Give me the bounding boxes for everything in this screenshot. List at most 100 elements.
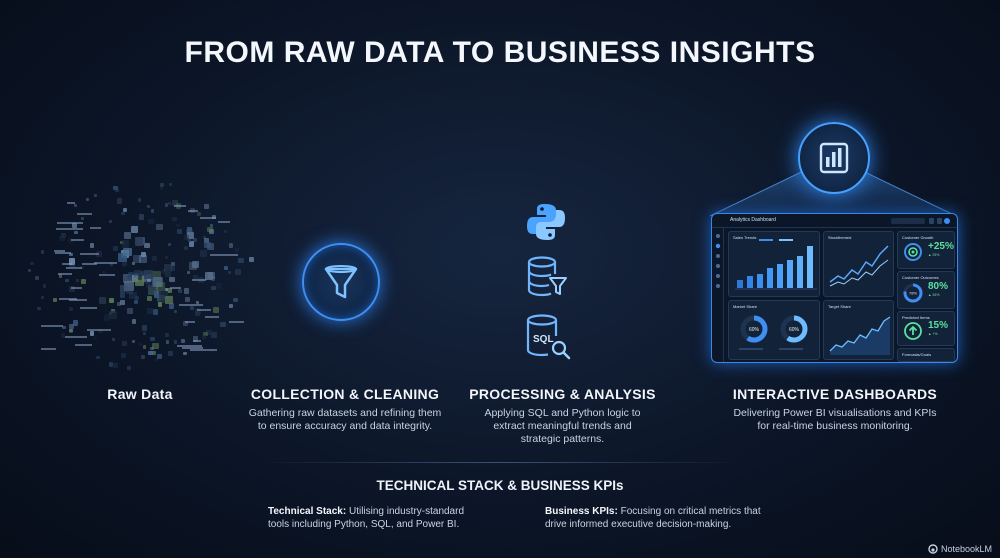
data-pixel — [207, 226, 213, 233]
data-pixel — [121, 211, 125, 215]
data-pixel — [176, 223, 180, 228]
data-pixel — [40, 250, 45, 254]
data-pixel — [74, 230, 78, 235]
code-fragment — [87, 328, 112, 331]
data-pixel — [187, 227, 193, 233]
data-pixel — [228, 303, 233, 308]
data-pixel — [203, 238, 209, 244]
code-fragment — [56, 228, 83, 231]
data-pixel — [211, 332, 217, 338]
card-title: Forecasts/Goals — [902, 352, 932, 357]
data-pixel — [196, 211, 202, 217]
data-pixel — [114, 187, 120, 192]
data-pixel — [102, 270, 106, 275]
data-pixel — [235, 268, 242, 275]
data-pixel — [183, 351, 188, 356]
stage-label: COLLECTION & CLEANING — [250, 386, 440, 402]
code-fragment — [80, 253, 99, 256]
data-pixel — [96, 355, 100, 360]
data-pixel — [42, 284, 47, 288]
data-pixel — [122, 261, 127, 266]
dashboard-header: Analytics Dashboard — [712, 214, 957, 228]
code-fragment — [81, 263, 97, 266]
data-pixel — [131, 226, 139, 234]
data-pixel — [121, 340, 127, 346]
description-line: for real-time business monitoring. — [757, 420, 913, 432]
code-fragment — [205, 315, 220, 318]
code-fragment — [53, 249, 66, 252]
sales-trends-card: Sales Trends — [728, 231, 820, 297]
stage-description: Delivering Power BI visualisations and K… — [712, 407, 958, 433]
code-fragment — [56, 222, 83, 225]
kpi-delta: ▲ 26% — [928, 293, 940, 297]
data-pixel — [142, 332, 147, 336]
code-fragment — [69, 299, 88, 302]
donut-value: 60% — [789, 327, 800, 333]
data-pixel — [192, 237, 197, 242]
data-pixel — [205, 272, 213, 280]
stage-description: Applying SQL and Python logic to extract… — [455, 407, 670, 446]
card-title: Market Share — [733, 304, 758, 309]
dashboard-sidebar — [712, 228, 724, 362]
data-pixel — [41, 296, 45, 300]
data-pixel — [157, 294, 166, 303]
code-fragment — [184, 320, 196, 323]
code-fragment — [76, 212, 92, 215]
data-pixel — [159, 183, 164, 188]
data-pixel — [192, 336, 199, 342]
note-text: drive informed executive decision-making… — [545, 519, 732, 530]
data-pixel — [215, 283, 223, 290]
kpi-value: 80% — [928, 281, 949, 292]
note-text: Focusing on critical metrics that — [617, 506, 761, 517]
data-pixel — [146, 295, 152, 301]
market-share-card: Market Share 60% 60% — [728, 300, 820, 360]
target-share-card: Target Share — [823, 300, 894, 360]
data-pixel — [119, 240, 124, 245]
code-fragment — [66, 202, 76, 205]
data-pixel — [134, 296, 139, 300]
data-pixel — [141, 354, 145, 359]
brand-name: NotebookLM — [940, 544, 992, 554]
code-fragment — [170, 287, 181, 290]
data-pixel — [146, 278, 156, 288]
target-icon — [904, 243, 922, 261]
data-pixel — [69, 328, 73, 333]
code-fragment — [58, 298, 77, 301]
data-pixel — [94, 337, 98, 341]
data-pixel — [204, 204, 210, 210]
data-pixel — [173, 309, 178, 314]
customer-growth-card: Customer Growth +25% ▲ 25% — [897, 231, 955, 269]
data-pixel — [168, 242, 172, 246]
code-fragment — [80, 306, 97, 309]
code-fragment — [94, 262, 117, 265]
code-fragment — [75, 344, 93, 347]
data-pixel — [117, 198, 123, 204]
code-fragment — [41, 325, 63, 328]
progress-ring: 78% — [903, 283, 923, 303]
data-pixel — [183, 287, 190, 294]
data-pixel — [211, 285, 217, 291]
data-pixel — [170, 261, 176, 267]
data-pixel — [165, 340, 170, 344]
data-pixel — [154, 357, 159, 362]
data-pixel — [122, 263, 126, 268]
target-share-area-chart — [829, 316, 891, 355]
predicted-items-card: Predicted Items 15% ▲ +% — [897, 311, 955, 346]
technical-stack-note: Technical Stack: Utilising industry-stan… — [268, 505, 508, 531]
raw-data-cloud-graphic — [20, 175, 265, 375]
stage-raw-data: Raw Data — [70, 386, 210, 407]
kpi-value: 15% — [928, 320, 949, 331]
data-pixel — [120, 299, 126, 305]
data-pixel — [156, 223, 163, 231]
data-pixel — [238, 257, 244, 264]
data-pixel — [168, 302, 175, 309]
market-share-donut-charts: 60% 60% — [739, 315, 808, 350]
data-pixel — [176, 228, 182, 234]
data-pixel — [61, 232, 67, 238]
data-pixel — [192, 261, 199, 268]
data-pixel — [141, 325, 148, 331]
data-pixel — [172, 200, 178, 206]
stage-label: INTERACTIVE DASHBOARDS — [732, 386, 938, 402]
data-pixel — [124, 280, 135, 291]
data-pixel — [165, 255, 169, 259]
